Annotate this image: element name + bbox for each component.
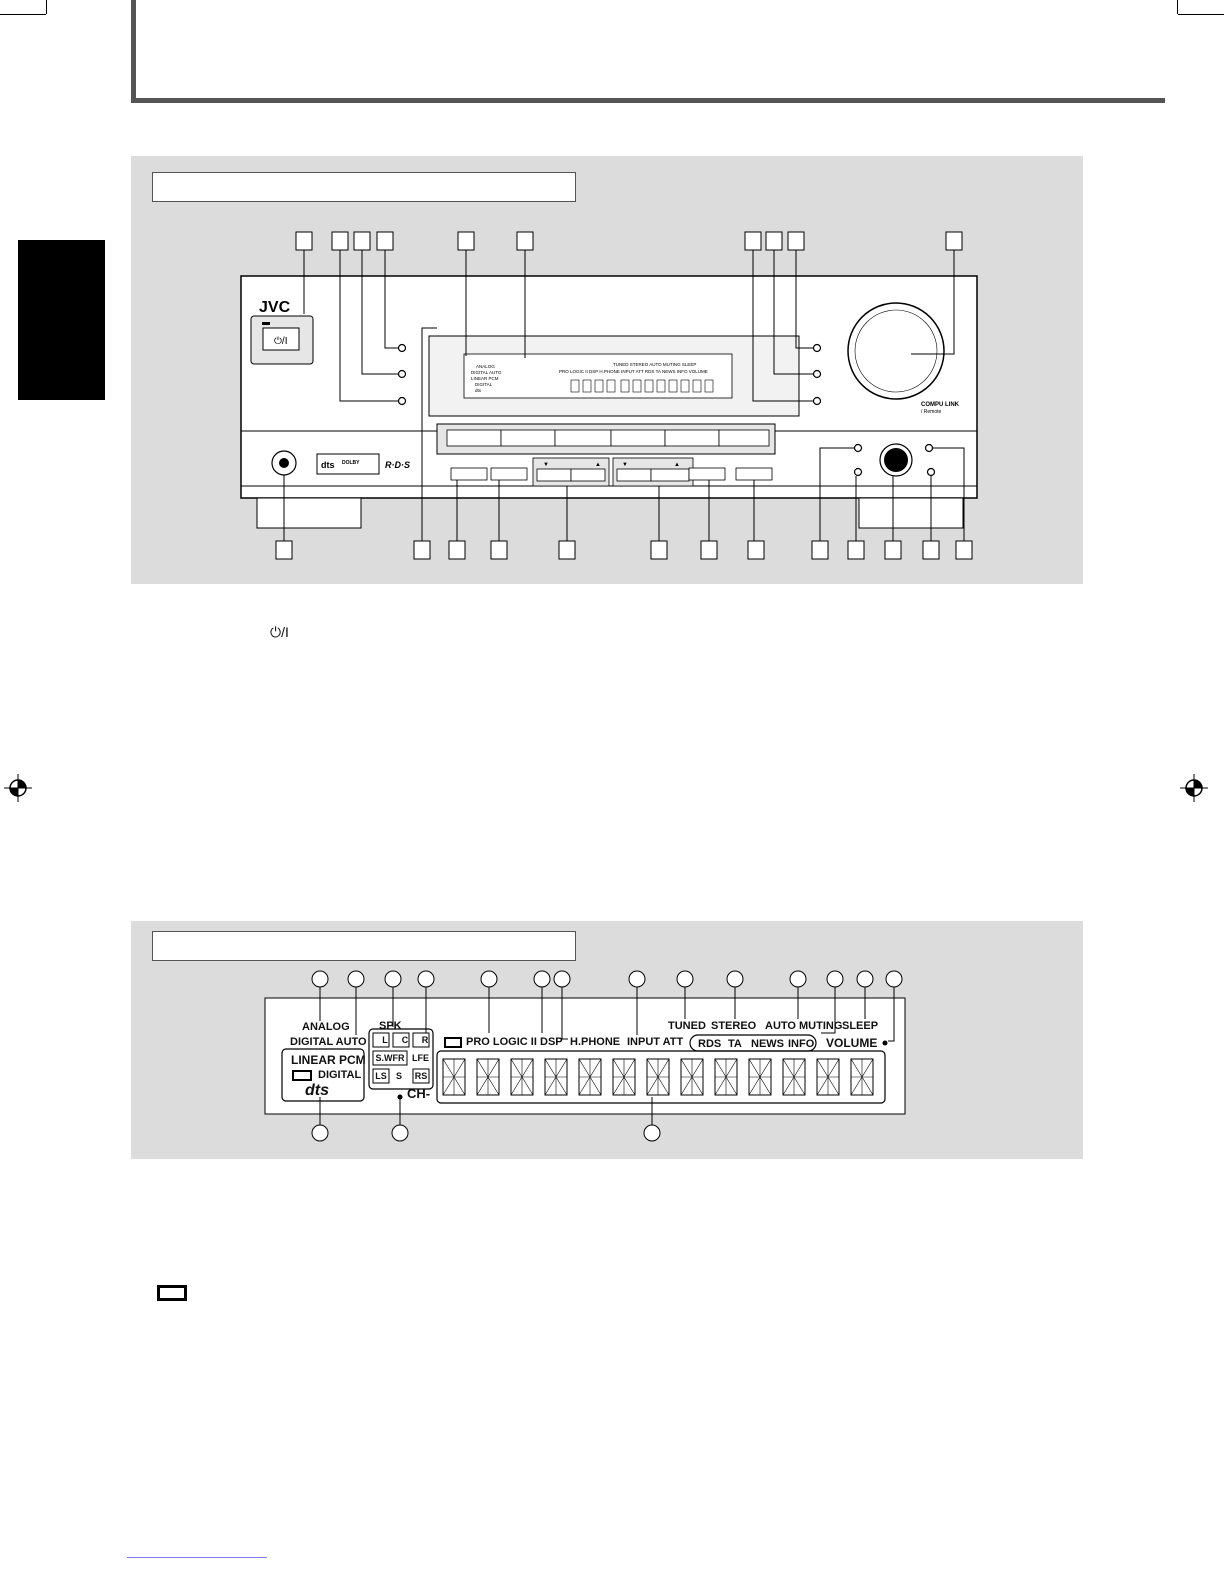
segment-digit [782,1058,806,1096]
power-symbol-note: ⏻/I [270,624,289,640]
segment-digit [646,1058,670,1096]
svg-text:TUNED STEREO AUTO MUTING SL: TUNED STEREO AUTO MUTING SLEEP [613,362,696,367]
segment-digit [816,1058,840,1096]
label-pro-logic: PRO LOGIC II [466,1036,537,1048]
footer-line [127,1557,267,1558]
label-dsp: DSP [540,1036,563,1048]
svg-text:LINEAR PCM: LINEAR PCM [471,376,499,381]
spk-box-ls: LS [375,1071,387,1081]
segment-digit [510,1058,534,1096]
registration-mark-right [1180,774,1208,802]
segment-digit [578,1058,602,1096]
spk-label-s: S [396,1071,403,1081]
dolby-pl-icon [444,1037,462,1048]
segment-digit [714,1058,738,1096]
label-ta: TA [728,1038,742,1050]
dolby-double-d-icon [292,1070,312,1081]
segment-digit [476,1058,500,1096]
svg-text:DIGITAL: DIGITAL [475,382,493,387]
svg-text:DIGITAL AUTO: DIGITAL AUTO [471,370,502,375]
label-sleep: SLEEP [842,1020,879,1032]
spk-box-l: L [382,1035,388,1045]
label-stereo: STEREO [711,1020,757,1032]
label-tuned: TUNED [668,1020,706,1032]
label-digital-auto: DIGITAL AUTO [290,1036,367,1048]
segment-digit [612,1058,636,1096]
display-window-drawing [264,970,906,1142]
svg-text:▼: ▼ [543,462,549,468]
spk-box-r: R [421,1035,429,1045]
svg-text:▼: ▼ [622,462,628,468]
svg-text:dts: dts [321,460,335,470]
svg-text:▲: ▲ [674,462,680,468]
registration-mark-left [4,774,32,802]
label-news: NEWS [751,1038,784,1050]
segment-digits [442,1058,874,1096]
segment-digit [544,1058,568,1096]
segment-digit [680,1058,704,1096]
spk-box-swfr: S.WFR [375,1053,405,1063]
label-ch: CH- [407,1086,431,1101]
svg-text:COMPU LINK: COMPU LINK [921,402,960,408]
page-header-box [131,0,1165,103]
label-auto-muting: AUTO MUTING [765,1020,843,1032]
label-rds: RDS [698,1038,722,1050]
front-panel-drawing: JVC ⏻/I ANALOG DIGITAL AUTO LINEAR PCM D… [240,231,978,560]
label-dts: dts [305,1082,329,1099]
spk-label-lfe: LFE [412,1053,429,1063]
svg-text:dts: dts [475,388,482,393]
dolby-footnote-icon [157,1285,187,1301]
svg-text:PRO LOGIC II DSP H.PHONE IN: PRO LOGIC II DSP H.PHONE INPUT ATT RDS T… [559,369,708,374]
label-spk: SPK [379,1020,402,1032]
label-dolby-digital: DIGITAL [318,1069,362,1081]
label-hphone: H.PHONE [570,1036,621,1048]
front-panel-title-box [152,172,576,202]
segment-digit [748,1058,772,1096]
brand-logo: JVC [259,299,291,316]
label-volume: VOLUME [826,1036,878,1050]
label-analog: ANALOG [302,1021,350,1033]
label-linear-pcm: LINEAR PCM [291,1053,366,1067]
svg-text:⏻/I: ⏻/I [274,336,287,347]
svg-text:DOLBY: DOLBY [342,460,360,466]
svg-text:▲: ▲ [595,462,601,468]
svg-text:ANALOG: ANALOG [476,364,495,369]
spk-box-c: C [401,1035,409,1045]
display-window-title-box [152,931,576,961]
segment-digit [850,1058,874,1096]
spk-box-rs: RS [414,1071,428,1081]
segment-digit [442,1058,466,1096]
svg-text:/ Remote: / Remote [921,409,942,415]
svg-text:R·D·S: R·D·S [385,460,410,470]
side-tab [18,240,105,400]
label-input-att: INPUT ATT [627,1036,684,1048]
label-info: INFO [788,1038,815,1050]
